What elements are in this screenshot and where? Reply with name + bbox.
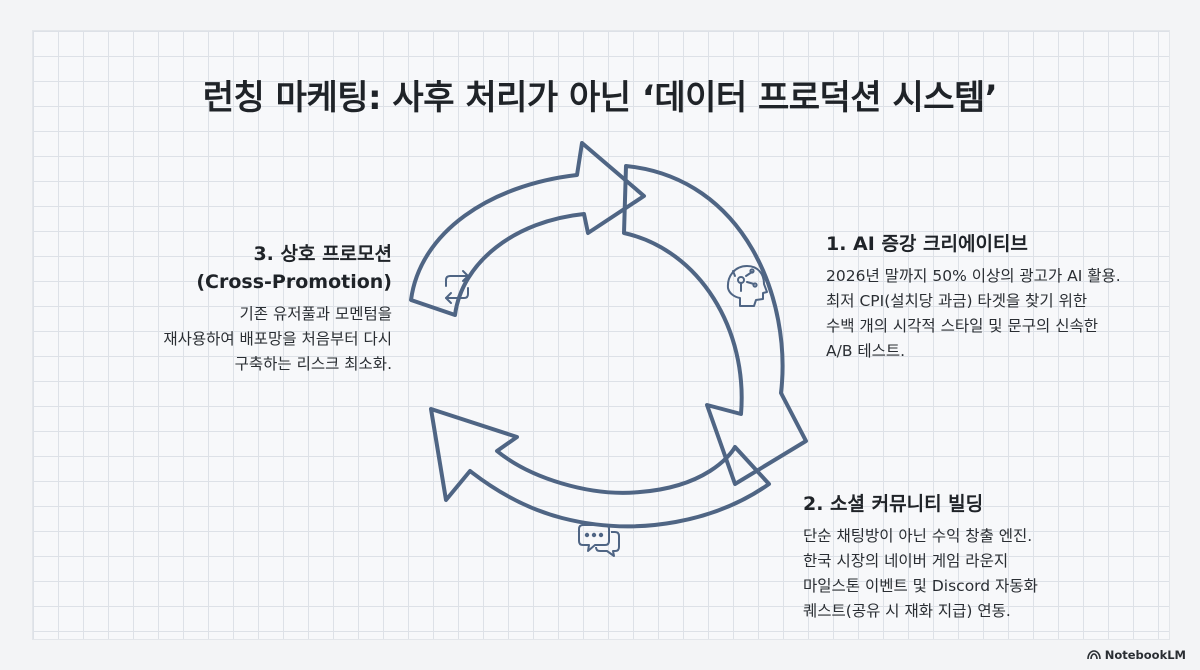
brain-gear-icon [726,265,768,307]
description-line: 기존 유저풀과 모멘텀을 [239,305,392,323]
step-social-community: 2. 소셜 커뮤니티 빌딩 단순 채팅방이 아닌 수익 창출 엔진. 한국 시장… [803,490,1163,624]
brand-watermark: NotebookLM [1086,648,1186,662]
step-ai-creative-heading: 1. AI 증강 크리에이티브 [826,233,1028,255]
description-line: 최저 CPI(설치당 과금) 타겟을 찾기 위한 [826,292,1088,310]
description-line: 마일스톤 이벤트 및 Discord 자동화 [803,577,1038,595]
step-ai-creative: 1. AI 증강 크리에이티브 2026년 말까지 50% 이상의 광고가 AI… [826,230,1186,364]
description-line: 구축하는 리스크 최소화. [234,355,392,373]
chat-bubbles-icon [578,524,620,557]
cycle-arrow-2 [622,164,808,486]
description-line: 단순 채팅방이 아닌 수익 창출 엔진. [803,527,1033,545]
step-cross-promotion-heading: 3. 상호 프로모션 [253,243,392,265]
description-line: 한국 시장의 네이버 게임 라운지 [803,552,1009,570]
swap-arrows-icon [445,270,469,304]
brand-name: NotebookLM [1104,648,1186,662]
step-cross-promotion: 3. 상호 프로모션 (Cross-Promotion) 기존 유저풀과 모멘텀… [120,240,392,377]
notebooklm-logo-icon [1086,650,1101,660]
step-social-community-heading: 2. 소셜 커뮤니티 빌딩 [803,493,984,515]
description-line: 재사용하여 배포망을 처음부터 다시 [163,330,392,348]
step-ai-creative-description: 2026년 말까지 50% 이상의 광고가 AI 활용. 최저 CPI(설치당 … [826,264,1186,364]
description-line: 2026년 말까지 50% 이상의 광고가 AI 활용. [826,267,1121,285]
step-cross-promotion-description: 기존 유저풀과 모멘텀을 재사용하여 배포망을 처음부터 다시 구축하는 리스크… [120,302,392,377]
page-title: 런칭 마케팅: 사후 처리가 아닌 ‘데이터 프로덕션 시스템’ [202,78,998,118]
cycle-arrow-1 [409,141,646,317]
step-cross-promotion-heading-sub: (Cross-Promotion) [196,271,392,293]
description-line: 수백 개의 시각적 스타일 및 문구의 신속한 [826,317,1098,335]
grid-background [32,30,1170,640]
step-social-community-description: 단순 채팅방이 아닌 수익 창출 엔진. 한국 시장의 네이버 게임 라운지 마… [803,524,1163,624]
description-line: 퀘스트(공유 시 재화 지급) 연동. [803,602,1011,620]
cycle-arrow-3 [429,407,771,529]
description-line: A/B 테스트. [826,342,906,360]
